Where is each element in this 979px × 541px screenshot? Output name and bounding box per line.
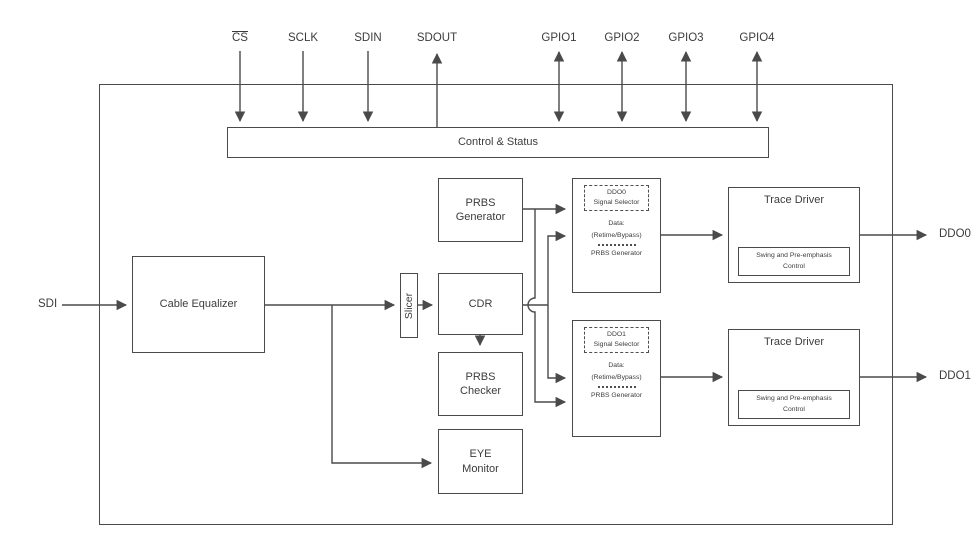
ddo0-signal-selector-block: DDO0 Signal Selector Data: (Retime/Bypas… bbox=[572, 178, 661, 293]
port-label-sdout: SDOUT bbox=[397, 32, 477, 44]
wire-to-eye-monitor bbox=[331, 305, 433, 469]
sdout-label: SDOUT bbox=[416, 32, 458, 44]
port-label-gpio3: GPIO3 bbox=[646, 32, 726, 44]
ddo1-signal-selector-block: DDO1 Signal Selector Data: (Retime/Bypas… bbox=[572, 320, 661, 437]
cdr-label: CDR bbox=[468, 297, 493, 310]
sclk-label: SCLK bbox=[287, 32, 319, 44]
cable-equalizer-block: Cable Equalizer bbox=[132, 256, 265, 353]
wire-cdr-to-ddo0 bbox=[547, 230, 567, 305]
ddo0-selector-data-option: Data: (Retime/Bypass) bbox=[591, 220, 642, 239]
slicer-block: Slicer bbox=[400, 273, 418, 338]
cs-label: CS bbox=[232, 32, 248, 44]
gpio3-label: GPIO3 bbox=[668, 32, 704, 44]
gpio1-label: GPIO1 bbox=[541, 32, 577, 44]
wire-cdr-to-ddo1 bbox=[547, 305, 567, 384]
ddo1-selector-data-option: Data: (Retime/Bypass) bbox=[591, 362, 642, 381]
eye-monitor-block: EYE Monitor bbox=[438, 429, 523, 494]
ddo1-port-label: DDO1 bbox=[939, 370, 971, 382]
port-label-sdin: SDIN bbox=[328, 32, 408, 44]
gpio2-label: GPIO2 bbox=[604, 32, 640, 44]
swing-preemphasis-control-bottom: Swing and Pre-emphasis Control bbox=[738, 390, 850, 419]
ddo1-selector-title: DDO1 Signal Selector bbox=[584, 327, 649, 354]
sdi-port-label: SDI bbox=[38, 298, 58, 310]
port-label-sclk: SCLK bbox=[263, 32, 343, 44]
prbs-generator-block: PRBS Generator bbox=[438, 178, 523, 242]
wire-prbsgen-to-ddo1 bbox=[527, 209, 567, 408]
cable-equalizer-label: Cable Equalizer bbox=[159, 298, 238, 311]
swing-preemphasis-control-top: Swing and Pre-emphasis Control bbox=[738, 247, 850, 276]
eye-monitor-label: EYE Monitor bbox=[462, 448, 499, 475]
ddo1-selector-divider bbox=[597, 386, 636, 388]
port-label-gpio2: GPIO2 bbox=[582, 32, 662, 44]
prbs-checker-label: PRBS Checker bbox=[460, 370, 501, 397]
prbs-generator-label: PRBS Generator bbox=[455, 196, 506, 223]
sdin-label: SDIN bbox=[354, 32, 382, 44]
trace-driver-bottom-block: Trace Driver Swing and Pre-emphasis Cont… bbox=[728, 329, 860, 426]
ddo0-selector-prbs-option: PRBS Generator bbox=[591, 250, 642, 257]
prbs-checker-block: PRBS Checker bbox=[438, 352, 523, 416]
port-label-cs: CS bbox=[200, 32, 280, 44]
slicer-label: Slicer bbox=[403, 292, 416, 319]
ddo0-selector-divider bbox=[597, 244, 636, 246]
cdr-block: CDR bbox=[438, 273, 523, 335]
gpio4-label: GPIO4 bbox=[739, 32, 775, 44]
port-label-gpio4: GPIO4 bbox=[717, 32, 797, 44]
trace-driver-bottom-label: Trace Driver bbox=[763, 336, 825, 348]
control-status-label: Control & Status bbox=[457, 136, 539, 149]
ddo0-port-label: DDO0 bbox=[939, 228, 971, 240]
trace-driver-top-label: Trace Driver bbox=[763, 194, 825, 206]
ddo1-selector-prbs-option: PRBS Generator bbox=[591, 392, 642, 399]
port-label-gpio1: GPIO1 bbox=[519, 32, 599, 44]
trace-driver-top-block: Trace Driver Swing and Pre-emphasis Cont… bbox=[728, 187, 860, 283]
ddo0-selector-title: DDO0 Signal Selector bbox=[584, 185, 649, 212]
control-status-block: Control & Status bbox=[227, 127, 769, 158]
